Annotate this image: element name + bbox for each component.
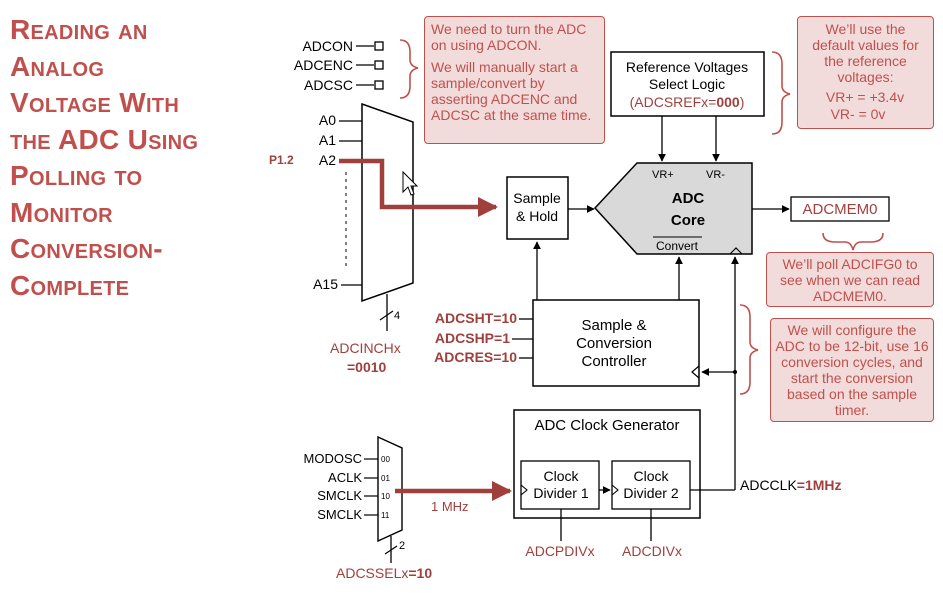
ssel-label: ADCSSELx bbox=[336, 565, 408, 581]
setting-adcres: ADCRES=10 bbox=[434, 349, 517, 365]
div2-line2: Divider 2 bbox=[623, 485, 678, 501]
inch-bus-width: 4 bbox=[394, 310, 400, 322]
ref-voltage-block bbox=[610, 51, 765, 117]
mux-input-a0: A0 bbox=[319, 112, 336, 128]
clock-generator-label: ADC Clock Generator bbox=[534, 417, 679, 434]
note-poll: We’ll poll ADCIFG0 to see when we can re… bbox=[766, 252, 934, 307]
core-clock-notch bbox=[729, 247, 743, 255]
inch-value: =0010 bbox=[347, 359, 387, 375]
title-line: Conversion- bbox=[10, 233, 163, 264]
title-line: the ADC Using bbox=[10, 123, 199, 155]
cursor-icon bbox=[402, 170, 419, 196]
core-label-adc: ADC bbox=[672, 190, 705, 207]
pin-label: P1.2 bbox=[269, 153, 294, 167]
ssel-bus-width: 2 bbox=[399, 540, 405, 552]
div2-line1: Clock bbox=[633, 468, 669, 484]
setting-adcsht: ADCSHT=10 bbox=[435, 310, 517, 326]
inch-bus-slash bbox=[379, 310, 394, 321]
core-label-core: Core bbox=[671, 212, 705, 229]
inch-label: ADCINCHx bbox=[330, 340, 401, 356]
slide-title: Reading an Analog Voltage With the ADC U… bbox=[10, 12, 280, 304]
clk-src-smclk-10: SMCLK bbox=[317, 488, 362, 503]
core-vr-minus: VR- bbox=[706, 169, 725, 181]
adcclk-setting: ADCCLK=1MHz bbox=[740, 477, 842, 493]
bit-adcsc-box[interactable] bbox=[374, 80, 384, 90]
clk-src-aclk: ACLK bbox=[328, 470, 362, 485]
core-vr-plus: VR+ bbox=[652, 169, 674, 181]
clk-idx-00: 00 bbox=[381, 455, 390, 464]
clock-freq-label: 1 MHz bbox=[431, 499, 469, 514]
clock-divider-1 bbox=[520, 460, 600, 510]
adcmem0-label: ADCMEM0 bbox=[802, 201, 877, 218]
bit-adcenc-label: ADCENC bbox=[294, 57, 353, 73]
note-adcon-line1: We need to turn the ADC on using ADCON. bbox=[431, 21, 587, 53]
clk-idx-11: 11 bbox=[381, 511, 390, 520]
ref-select-setting: (ADCSREFx=000) bbox=[630, 94, 745, 110]
adcclk-value: =1MHz bbox=[797, 477, 842, 493]
brace-mem bbox=[822, 232, 884, 251]
adcmem0-register bbox=[790, 196, 890, 222]
adcclk-label: ADCCLK bbox=[740, 477, 797, 493]
ssel-setting: ADCSSELx=10 bbox=[336, 565, 432, 581]
bit-adcsc-label: ADCSC bbox=[304, 77, 353, 93]
title-line: Monitor bbox=[10, 196, 113, 228]
clock-source-mux bbox=[377, 435, 403, 543]
clk-src-modosc: MODOSC bbox=[304, 451, 363, 466]
ref-block-line2: Select Logic bbox=[649, 76, 725, 92]
adcdiv-label: ADCDIVx bbox=[622, 543, 682, 559]
note-ref-voltages: We’ll use the default values for the ref… bbox=[797, 16, 934, 129]
adcpdiv-label: ADCPDIVx bbox=[525, 543, 594, 559]
ssel-bus-slash bbox=[384, 545, 398, 555]
note-poll-text: We’ll poll ADCIFG0 to see when we can re… bbox=[779, 256, 921, 304]
note-config: We will configure the ADC to be 12-bit, … bbox=[770, 318, 934, 422]
adc-core bbox=[593, 162, 753, 255]
clk-src-smclk-11: SMCLK bbox=[317, 507, 362, 522]
mux-input-a1: A1 bbox=[319, 132, 336, 148]
bit-adcon-label: ADCON bbox=[302, 38, 353, 54]
brace-adcon bbox=[399, 39, 419, 99]
mux-input-a2: A2 bbox=[319, 152, 336, 168]
mux-input-a15: A15 bbox=[313, 276, 338, 292]
brace-config bbox=[739, 304, 759, 395]
controller-line3: Controller bbox=[581, 353, 646, 370]
conversion-controller bbox=[532, 299, 700, 387]
ref-select-label: (ADCSREFx= bbox=[630, 94, 717, 110]
ssel-value: =10 bbox=[408, 565, 432, 581]
note-config-text: We will configure the ADC to be 12-bit, … bbox=[775, 322, 929, 418]
ref-select-close: ) bbox=[740, 94, 745, 110]
title-line: Complete bbox=[10, 269, 130, 301]
note-ref-vplus: VR+ = +3.4v bbox=[826, 89, 904, 105]
clk-idx-01: 01 bbox=[381, 474, 390, 483]
controller-line2: Conversion bbox=[576, 335, 652, 352]
clk-idx-10: 10 bbox=[381, 492, 390, 501]
sample-hold-line1: Sample bbox=[513, 190, 561, 206]
input-mux bbox=[361, 102, 414, 303]
ref-block-line1: Reference Voltages bbox=[626, 59, 748, 75]
brace-ref bbox=[771, 51, 791, 135]
setting-adcshp: ADCSHP=1 bbox=[435, 330, 510, 346]
title-line: Analog bbox=[10, 50, 105, 82]
title-line: Polling to bbox=[10, 160, 143, 191]
controller-line1: Sample & bbox=[581, 317, 646, 334]
bit-adcenc-box[interactable] bbox=[374, 60, 384, 70]
signal-path-a2 bbox=[339, 158, 499, 218]
bit-adcon-box[interactable] bbox=[374, 41, 384, 51]
ref-select-value: 000 bbox=[716, 94, 740, 110]
note-adcon: We need to turn the ADC on using ADCON. … bbox=[424, 16, 605, 144]
note-ref-vminus: VR- = 0v bbox=[831, 106, 886, 122]
div1-line2: Divider 1 bbox=[533, 485, 588, 501]
sample-hold-line2: & Hold bbox=[516, 208, 558, 224]
div1-line1: Clock bbox=[543, 468, 579, 484]
note-ref-text: We’ll use the default values for the ref… bbox=[812, 21, 919, 85]
core-convert: Convert bbox=[656, 239, 699, 253]
sample-hold-block bbox=[506, 176, 569, 240]
controller-clock-notch bbox=[691, 365, 700, 379]
title-line: Voltage With bbox=[10, 87, 180, 118]
title-line: Reading an bbox=[10, 14, 148, 45]
note-adcon-line2: We will manually start a sample/convert … bbox=[431, 59, 592, 123]
